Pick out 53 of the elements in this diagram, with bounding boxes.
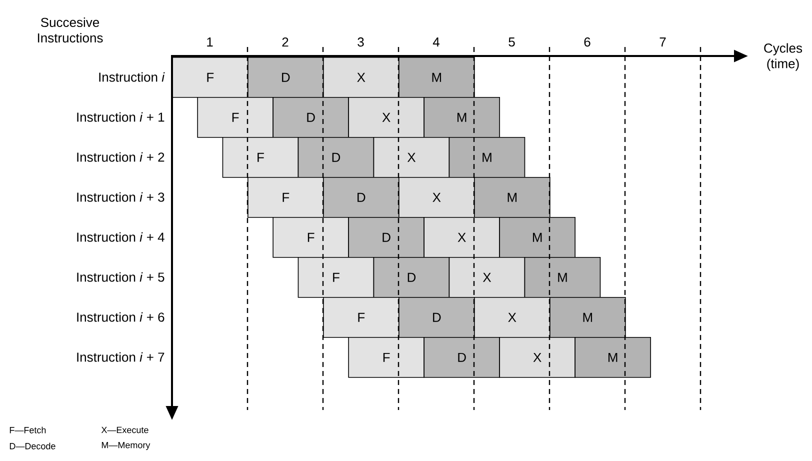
stage-box: M <box>398 57 475 98</box>
stage-box: F <box>348 337 424 378</box>
cycle-number: 1 <box>207 38 213 46</box>
row-label: Instruction i + 2 <box>77 152 164 162</box>
legend-text: M—Memory <box>102 442 150 450</box>
row-label: Instruction i + 5 <box>77 272 164 282</box>
cycle-number: 7 <box>660 38 666 46</box>
stage-box: M <box>499 217 576 258</box>
stage-box: X <box>348 97 424 138</box>
cycle-number: 3 <box>358 37 364 47</box>
stage-box: D <box>272 97 349 138</box>
stage-box: M <box>524 257 601 298</box>
row-label: Instruction i + 6 <box>77 312 164 322</box>
stage-box: X <box>448 257 526 298</box>
legend-text: X—Execute <box>101 426 148 434</box>
stage-box: D <box>348 217 424 258</box>
stage-box: F <box>172 57 248 98</box>
cycle-number: 5 <box>508 37 515 47</box>
stage-box: X <box>474 297 550 338</box>
legend-text: D—Decode <box>10 442 56 450</box>
row-label: Instruction i + 3 <box>77 192 164 202</box>
stage-box: X <box>424 217 500 258</box>
stage-box: M <box>424 97 500 138</box>
stage-box: X <box>398 177 475 218</box>
stage-box: D <box>424 337 500 378</box>
stage-box: M <box>474 177 550 218</box>
stage-box: X <box>499 337 576 378</box>
stage-box: F <box>248 177 324 218</box>
row-label: Instruction i + 7 <box>77 352 164 362</box>
cycle-number: 4 <box>432 38 440 46</box>
stage-box: X <box>373 137 450 178</box>
stage-box: D <box>248 57 324 98</box>
stage-box: F <box>298 257 374 298</box>
stage-box: D <box>298 137 374 178</box>
cycle-number: 6 <box>584 37 590 47</box>
stage-box: F <box>197 97 274 138</box>
row-label: Instruction i <box>99 72 165 82</box>
legend-text: F—Fetch <box>10 426 46 434</box>
row-label: Instruction i + 4 <box>77 232 164 242</box>
stage-box: F <box>222 137 299 178</box>
axis-title: Cycles (time) <box>764 43 802 71</box>
stage-box: D <box>398 297 475 338</box>
row-label: Instruction i + 1 <box>77 112 164 122</box>
stage-box: D <box>373 257 450 298</box>
stage-box: M <box>448 137 526 178</box>
stage-box: M <box>574 337 651 378</box>
cycle-number: 2 <box>282 37 288 47</box>
stage-box: F <box>323 297 400 338</box>
stage-box: D <box>323 177 400 218</box>
stage-box: F <box>272 217 349 258</box>
axis-title: Succesive Instructions <box>38 17 103 43</box>
stage-box: X <box>323 57 400 98</box>
stage-box: M <box>550 297 626 338</box>
